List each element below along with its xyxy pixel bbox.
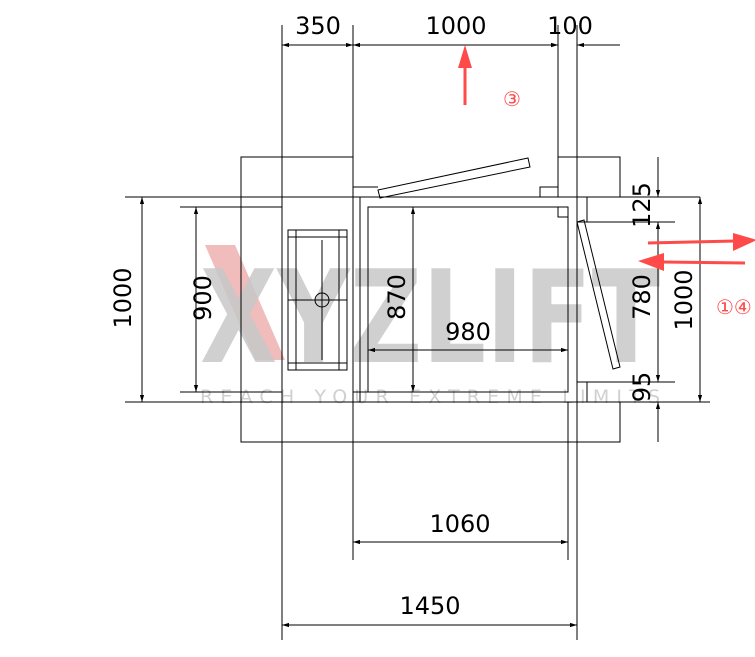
dim-top-left-wall: 350: [295, 12, 341, 40]
dim-right-door: 780: [628, 274, 656, 320]
dim-right-total: 1000: [670, 269, 698, 330]
swing-doors: [377, 157, 621, 370]
entrance-marker-side: ①④: [716, 295, 752, 319]
entrance-marker-top: ③: [503, 87, 521, 111]
entrance-arrow-left: [661, 260, 746, 265]
construction-lines: [125, 25, 710, 640]
dim-car-width: 980: [445, 318, 491, 346]
watermark-logo-mark: [205, 245, 285, 360]
dimension-lines: [139, 42, 703, 628]
watermark-brand: XYZLIFT: [200, 244, 660, 393]
dim-right-top: 125: [628, 182, 656, 228]
entrance-arrow-right: [647, 239, 736, 245]
dim-car-depth: 870: [383, 274, 411, 320]
elevator-car: [353, 197, 569, 402]
dim-left-inner: 900: [189, 275, 217, 321]
dim-shaft-inner: 1060: [429, 510, 490, 538]
dim-top-right-gap: 100: [547, 12, 593, 40]
dim-left-total: 1000: [109, 267, 137, 328]
counterweight-frame: [287, 229, 348, 371]
dim-right-bottom: 95: [628, 372, 656, 403]
dim-shaft-total: 1450: [399, 592, 460, 620]
dimension-labels: 350 1000 100 1000 900 870 980 125 780 95…: [109, 12, 698, 620]
dim-top-door-opening: 1000: [425, 12, 486, 40]
watermark: XYZLIFT REACH YOUR EXTREME LIMITS: [200, 244, 660, 408]
entrance-annotations: ③ ①④: [458, 45, 755, 319]
